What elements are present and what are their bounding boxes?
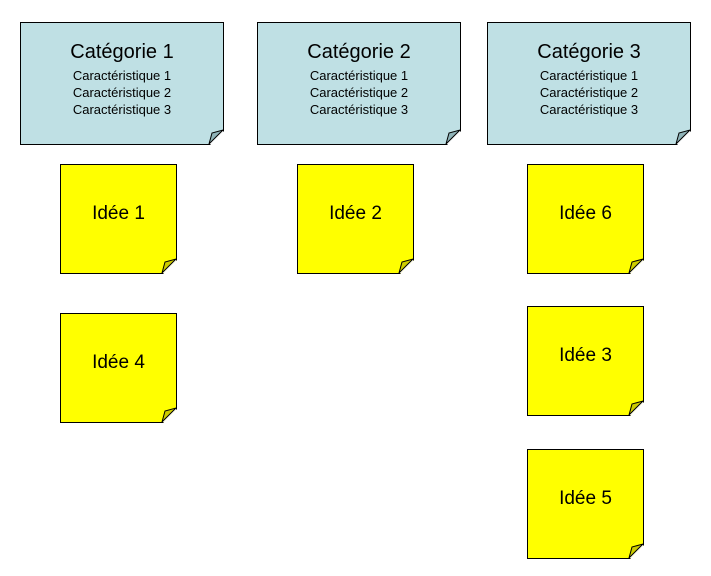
page-curl-icon	[161, 407, 177, 423]
category-card-2[interactable]: Catégorie 2 Caractéristique 1 Caractéris…	[257, 22, 461, 145]
feature-item: Caractéristique 1	[539, 68, 639, 83]
feature-list: Caractéristique 1 Caractéristique 2 Cara…	[21, 67, 223, 118]
feature-item: Caractéristique 1	[72, 68, 172, 83]
idea-note-3[interactable]: Idée 3	[527, 306, 644, 416]
idea-note-6[interactable]: Idée 6	[527, 164, 644, 274]
idea-note-5[interactable]: Idée 5	[527, 449, 644, 559]
feature-item: Caractéristique 3	[72, 102, 172, 117]
page-curl-icon	[161, 258, 177, 274]
page-curl-icon	[208, 129, 224, 145]
idea-note-2[interactable]: Idée 2	[297, 164, 414, 274]
page-curl-icon	[445, 129, 461, 145]
idea-note-4[interactable]: Idée 4	[60, 313, 177, 423]
feature-item: Caractéristique 1	[309, 68, 409, 83]
idea-label: Idée 6	[559, 203, 612, 224]
idea-label: Idée 5	[559, 488, 612, 509]
page-curl-icon	[628, 258, 644, 274]
feature-list: Caractéristique 1 Caractéristique 2 Cara…	[488, 67, 690, 118]
page-curl-icon	[628, 543, 644, 559]
page-curl-icon	[628, 400, 644, 416]
feature-item: Caractéristique 3	[309, 102, 409, 117]
category-card-3[interactable]: Catégorie 3 Caractéristique 1 Caractéris…	[487, 22, 691, 145]
idea-label: Idée 3	[559, 345, 612, 366]
feature-item: Caractéristique 2	[309, 85, 409, 100]
page-curl-icon	[675, 129, 691, 145]
idea-label: Idée 2	[329, 203, 382, 224]
idea-label: Idée 4	[92, 352, 145, 373]
idea-label: Idée 1	[92, 203, 145, 224]
feature-list: Caractéristique 1 Caractéristique 2 Cara…	[258, 67, 460, 118]
category-card-1[interactable]: Catégorie 1 Caractéristique 1 Caractéris…	[20, 22, 224, 145]
feature-item: Caractéristique 3	[539, 102, 639, 117]
category-title: Catégorie 3	[537, 41, 641, 63]
feature-item: Caractéristique 2	[72, 85, 172, 100]
category-title: Catégorie 1	[70, 41, 174, 63]
feature-item: Caractéristique 2	[539, 85, 639, 100]
category-title: Catégorie 2	[307, 41, 411, 63]
idea-note-1[interactable]: Idée 1	[60, 164, 177, 274]
page-curl-icon	[398, 258, 414, 274]
